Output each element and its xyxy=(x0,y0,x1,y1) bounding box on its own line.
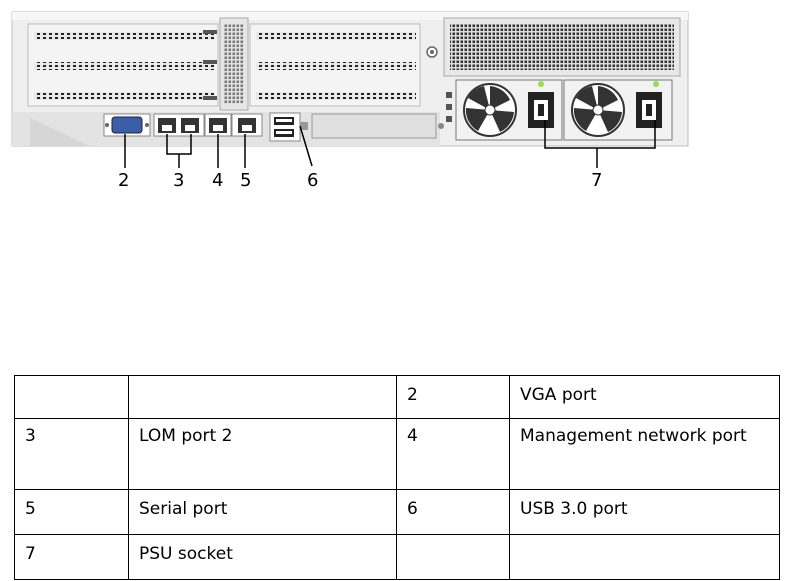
legend-description-cell: PSU socket xyxy=(128,534,397,580)
legend-table: 2 VGA port 3 LOM port 2 4 Management net… xyxy=(14,375,780,580)
psu-area-vent xyxy=(443,17,681,77)
legend-number-cell: 2 xyxy=(396,375,510,419)
serial-port xyxy=(231,113,263,137)
middle-riser-vents xyxy=(249,23,438,107)
server-rear-panel-diagram: 2 3 4 5 6 7 xyxy=(11,11,689,191)
table-row: 5 Serial port 6 USB 3.0 port xyxy=(14,489,780,535)
legend-number-cell: 3 xyxy=(14,418,129,490)
vga-port xyxy=(103,113,151,137)
riser-label-column xyxy=(203,17,249,111)
left-riser-vents xyxy=(27,23,219,107)
ocp-slot-cover xyxy=(311,113,444,139)
callout-7: 7 xyxy=(591,170,602,191)
callout-6: 6 xyxy=(307,170,318,191)
legend-number-cell xyxy=(14,375,129,419)
callout-5: 5 xyxy=(240,170,251,191)
legend-description-cell: VGA port xyxy=(509,375,780,419)
legend-description-cell xyxy=(128,375,397,419)
psu-2 xyxy=(563,79,673,141)
callout-3: 3 xyxy=(173,170,184,191)
callout-4: 4 xyxy=(212,170,223,191)
legend-number-cell: 6 xyxy=(396,489,510,535)
legend-number-cell: 7 xyxy=(14,534,129,580)
management-network-port xyxy=(204,113,232,137)
legend-number-cell: 5 xyxy=(14,489,129,535)
callout-2: 2 xyxy=(118,170,129,191)
legend-description-cell: USB 3.0 port xyxy=(509,489,780,535)
table-row: 2 VGA port xyxy=(14,375,780,419)
legend-description-cell: Serial port xyxy=(128,489,397,535)
legend-description-cell: LOM port 2 xyxy=(128,418,397,490)
lom-ports xyxy=(153,113,205,137)
legend-description-cell xyxy=(509,534,780,580)
psu-1 xyxy=(455,79,563,141)
table-row: 7 PSU socket xyxy=(14,534,780,580)
legend-number-cell xyxy=(396,534,510,580)
psu-side-leds xyxy=(446,92,452,122)
legend-description-cell: Management network port xyxy=(509,418,780,490)
legend-number-cell: 4 xyxy=(396,418,510,490)
usb-ports xyxy=(269,112,308,142)
table-row: 3 LOM port 2 4 Management network port xyxy=(14,418,780,490)
callout-leader-lines xyxy=(124,120,656,168)
